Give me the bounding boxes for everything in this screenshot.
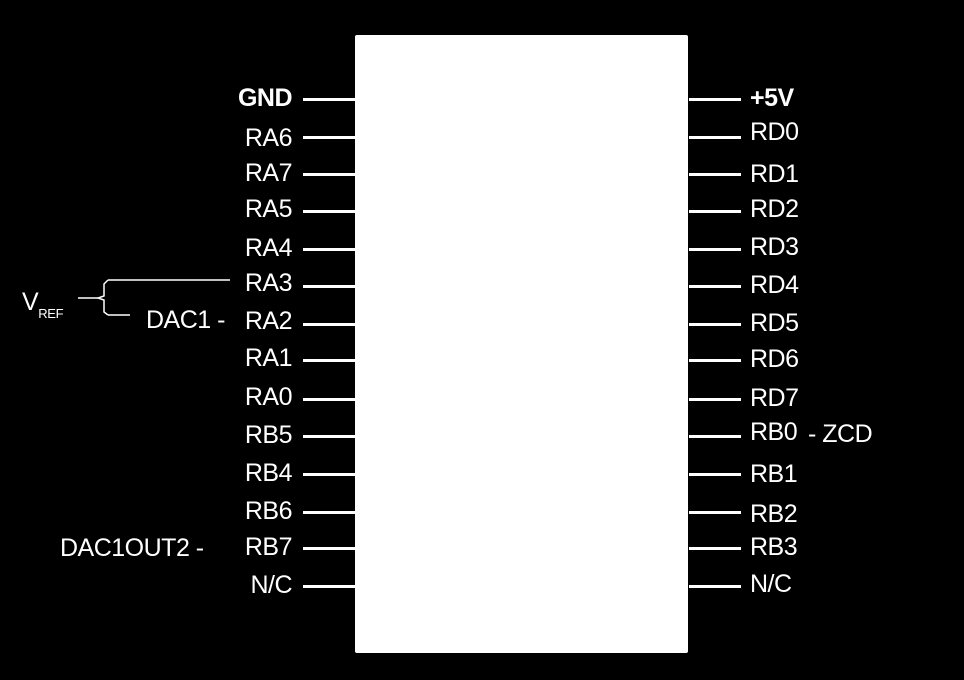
pin-lead xyxy=(689,285,741,288)
pin-label: RA4 xyxy=(244,234,293,262)
dac1out2-label: DAC1OUT2 - xyxy=(60,534,204,562)
pin-lead xyxy=(303,173,355,176)
left-pin-ra2: RA2 xyxy=(0,307,964,335)
pin-label: RA1 xyxy=(244,344,293,372)
pin-lead xyxy=(303,398,355,401)
pin-label: RA5 xyxy=(244,195,293,223)
right-pin-rb2: RB2 xyxy=(0,500,964,528)
dac1-label: DAC1 - xyxy=(146,306,225,334)
left-pin-ra0: RA0 xyxy=(0,383,964,411)
pin-label: RB1 xyxy=(750,460,798,488)
right-pin-nc: N/C xyxy=(0,570,964,598)
pin-label: RD7 xyxy=(750,384,799,412)
left-pin-ra4: RA4 xyxy=(0,234,964,262)
pin-label: RD4 xyxy=(750,271,799,299)
pin-label: RA7 xyxy=(244,159,293,187)
pin-lead xyxy=(303,323,355,326)
pin-lead xyxy=(303,585,355,588)
pin-label: RA3 xyxy=(244,269,293,297)
pin-label: N/C xyxy=(750,570,792,598)
ic-chip-body xyxy=(355,35,688,653)
pin-lead xyxy=(689,98,741,101)
pin-lead xyxy=(689,511,741,514)
zcd-label: - ZCD xyxy=(808,420,873,448)
pin-lead xyxy=(689,173,741,176)
pin-label: RB7 xyxy=(244,533,293,561)
pin-lead xyxy=(689,210,741,213)
pin-label: RD2 xyxy=(750,195,799,223)
pin-label: RB5 xyxy=(244,421,293,449)
pin-label: RD5 xyxy=(750,309,799,337)
left-pin-ra6: RA6 xyxy=(0,124,964,152)
right-pin-rd4: RD4 xyxy=(0,271,964,299)
vref-label: VREF xyxy=(22,288,64,321)
right-pin-rb0: RB0 xyxy=(0,418,964,446)
pin-label: RB2 xyxy=(750,500,798,528)
pin-lead xyxy=(303,547,355,550)
right-pin-rd3: RD3 xyxy=(0,233,964,261)
pin-label: GND xyxy=(237,84,293,112)
pin-label: RB4 xyxy=(244,459,293,487)
pin-lead xyxy=(689,359,741,362)
vref-brace xyxy=(95,279,109,316)
pin-label: RB6 xyxy=(244,497,293,525)
left-pin-ra3: RA3 xyxy=(0,269,964,297)
right-pin-5v: +5V xyxy=(0,84,964,112)
left-pin-rb6: RB6 xyxy=(0,497,964,525)
pin-label: RD0 xyxy=(750,118,799,146)
pin-lead xyxy=(303,473,355,476)
pin-label: RA0 xyxy=(244,383,293,411)
right-pin-rd6: RD6 xyxy=(0,345,964,373)
pin-lead xyxy=(689,136,741,139)
pin-label: RB0 xyxy=(750,418,798,446)
pin-lead xyxy=(303,210,355,213)
left-pin-ra7: RA7 xyxy=(0,159,964,187)
right-pin-rd0: RD0 xyxy=(0,118,964,146)
left-pin-nc: N/C xyxy=(0,571,964,599)
pin-label: RA2 xyxy=(244,307,293,335)
right-pin-rd5: RD5 xyxy=(0,309,964,337)
vref-subscript: REF xyxy=(38,306,64,321)
pin-lead xyxy=(303,359,355,362)
pin-lead xyxy=(689,323,741,326)
pin-lead xyxy=(303,285,355,288)
pin-lead xyxy=(303,98,355,101)
pin-label: RD3 xyxy=(750,233,799,261)
right-pin-rd2: RD2 xyxy=(0,195,964,223)
right-pin-rd7: RD7 xyxy=(0,384,964,412)
pin-label: RA6 xyxy=(244,124,293,152)
left-pin-gnd: GND xyxy=(0,84,964,112)
pin-lead xyxy=(689,398,741,401)
pin-lead xyxy=(689,547,741,550)
pin-label: RD6 xyxy=(750,345,799,373)
right-pin-rb1: RB1 xyxy=(0,460,964,488)
left-pin-rb7: RB7 xyxy=(0,533,964,561)
pin-lead xyxy=(689,435,741,438)
pin-lead xyxy=(303,136,355,139)
pin-label: N/C xyxy=(250,571,292,599)
pin-lead xyxy=(303,248,355,251)
pin-lead xyxy=(689,473,741,476)
left-pin-ra5: RA5 xyxy=(0,195,964,223)
pin-lead xyxy=(689,585,741,588)
pin-lead xyxy=(689,248,741,251)
left-pin-rb4: RB4 xyxy=(0,459,964,487)
pin-lead xyxy=(303,435,355,438)
pin-label: RD1 xyxy=(750,160,799,188)
pin-lead xyxy=(303,511,355,514)
vref-main: V xyxy=(22,288,39,316)
right-pin-rb3: RB3 xyxy=(0,533,964,561)
pin-label: RB3 xyxy=(750,533,798,561)
pin-label: +5V xyxy=(750,84,794,112)
left-pin-rb5: RB5 xyxy=(0,421,964,449)
right-pin-rd1: RD1 xyxy=(0,160,964,188)
left-pin-ra1: RA1 xyxy=(0,344,964,372)
